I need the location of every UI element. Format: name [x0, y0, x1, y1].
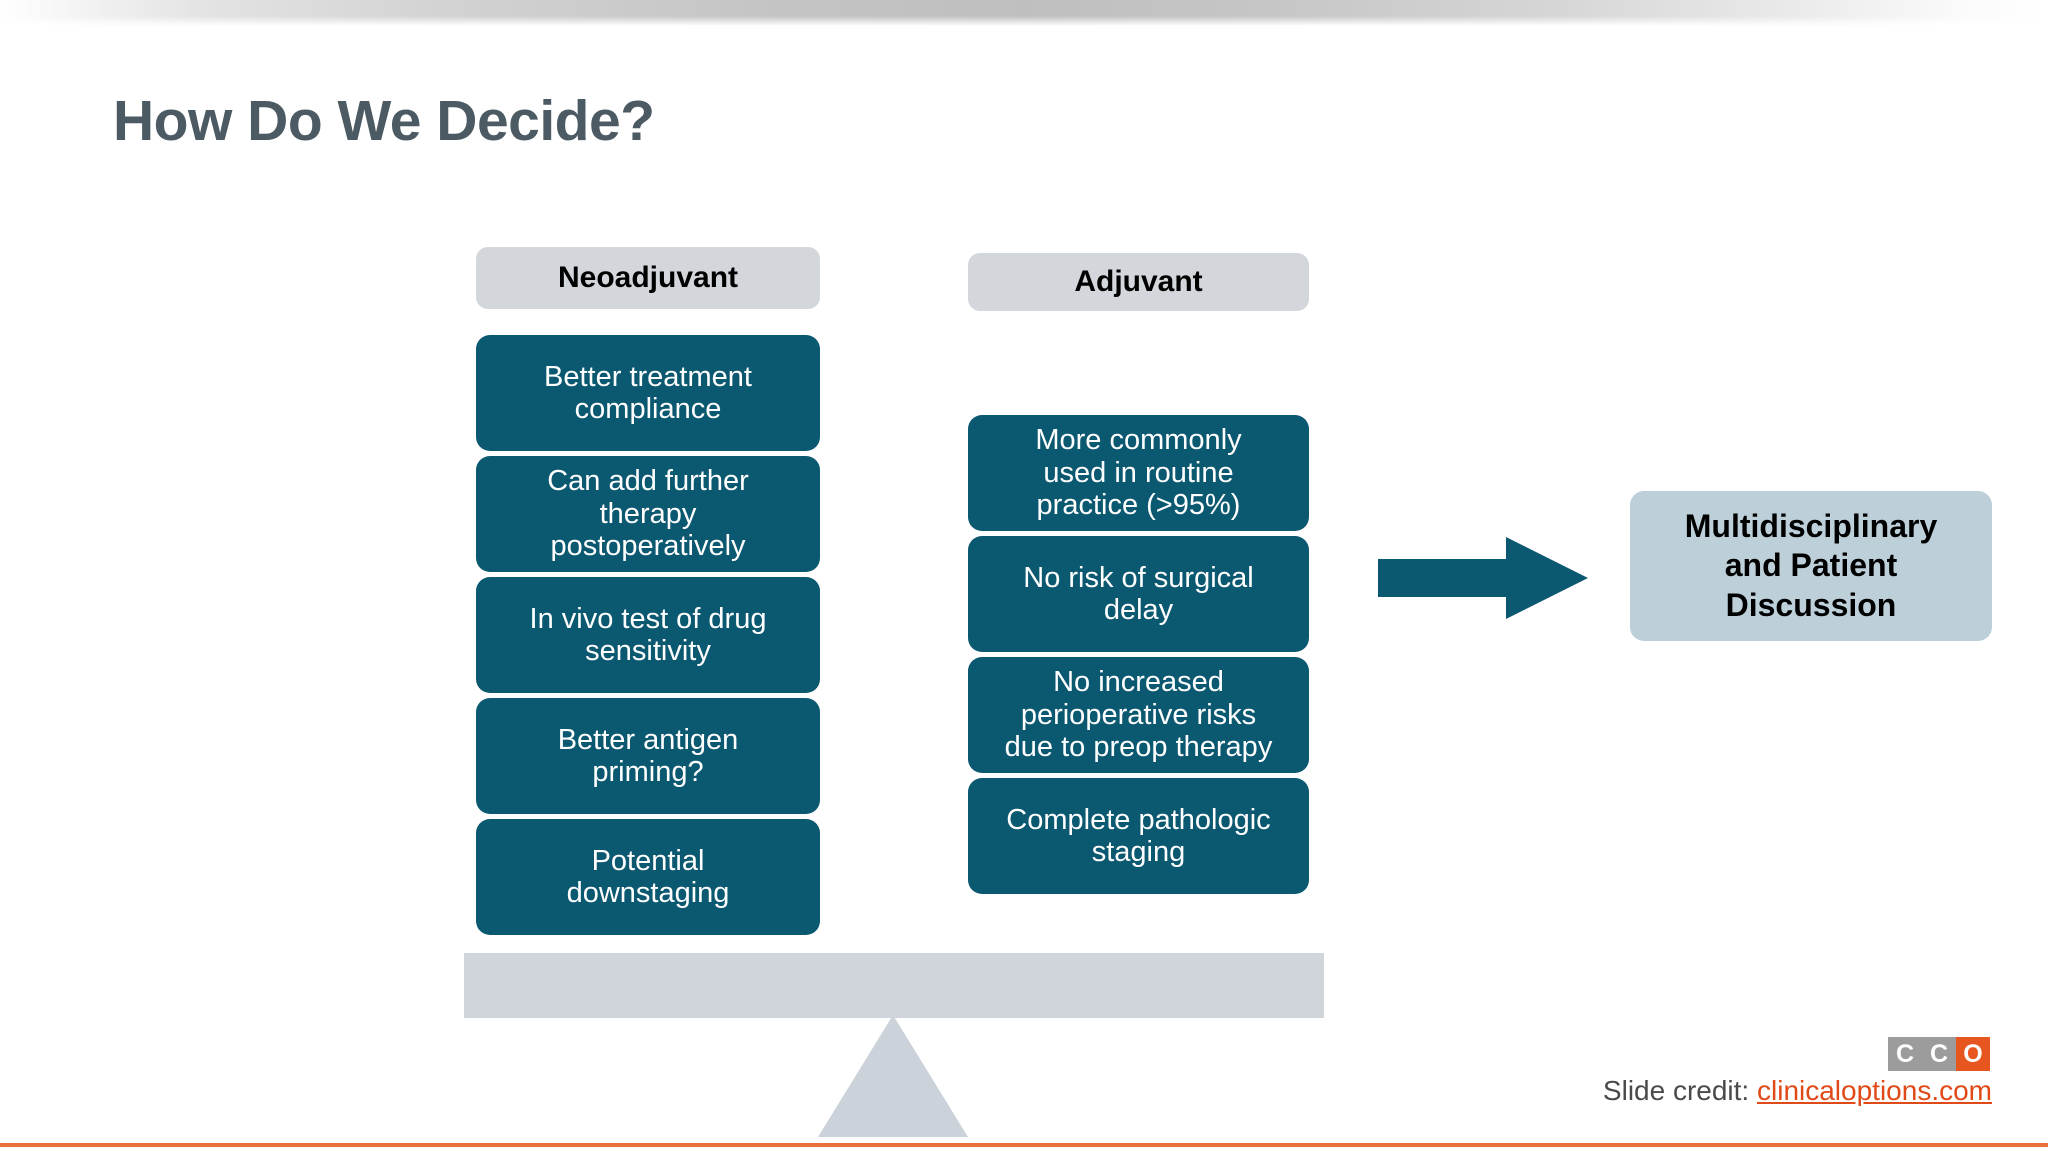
- neoadjuvant-item-1: Better treatment compliance: [476, 335, 820, 451]
- slide-credit-link[interactable]: clinicaloptions.com: [1757, 1075, 1992, 1106]
- neoadjuvant-item-4: Better antigen priming?: [476, 698, 820, 814]
- cco-logo-letter-c2: C: [1922, 1037, 1956, 1071]
- adjuvant-item-4: Complete pathologic staging: [968, 778, 1309, 894]
- cco-logo: C C O: [1888, 1037, 1990, 1071]
- neoadjuvant-column: Neoadjuvant Better treatment compliance …: [476, 247, 820, 940]
- balance-fulcrum-triangle: [818, 1015, 968, 1137]
- balance-beam: [464, 953, 1324, 1018]
- neoadjuvant-item-3: In vivo test of drug sensitivity: [476, 577, 820, 693]
- adjuvant-column: Adjuvant More commonly used in routine p…: [968, 253, 1309, 899]
- page-title: How Do We Decide?: [113, 89, 655, 153]
- right-arrow-icon: [1378, 537, 1588, 619]
- cco-logo-letter-c1: C: [1888, 1037, 1922, 1071]
- slide-credit-label: Slide credit:: [1602, 1075, 1750, 1106]
- slide-credit: Slide credit: clinicaloptions.com: [1603, 1075, 1992, 1107]
- column-header-neoadjuvant: Neoadjuvant: [476, 247, 820, 309]
- outcome-box-multidisciplinary-discussion: Multidisciplinary and Patient Discussion: [1630, 491, 1992, 641]
- column-header-adjuvant: Adjuvant: [968, 253, 1309, 311]
- adjuvant-item-1: More commonly used in routine practice (…: [968, 415, 1309, 531]
- neoadjuvant-item-5: Potential downstaging: [476, 819, 820, 935]
- adjuvant-column-spacer: [968, 311, 1309, 415]
- adjuvant-item-2: No risk of surgical delay: [968, 536, 1309, 652]
- bottom-accent-rule: [0, 1143, 2048, 1147]
- cco-logo-letter-o: O: [1956, 1037, 1990, 1071]
- neoadjuvant-item-2: Can add further therapy postoperatively: [476, 456, 820, 572]
- adjuvant-item-3: No increased perioperative risks due to …: [968, 657, 1309, 773]
- top-gradient-strip: [0, 0, 2048, 26]
